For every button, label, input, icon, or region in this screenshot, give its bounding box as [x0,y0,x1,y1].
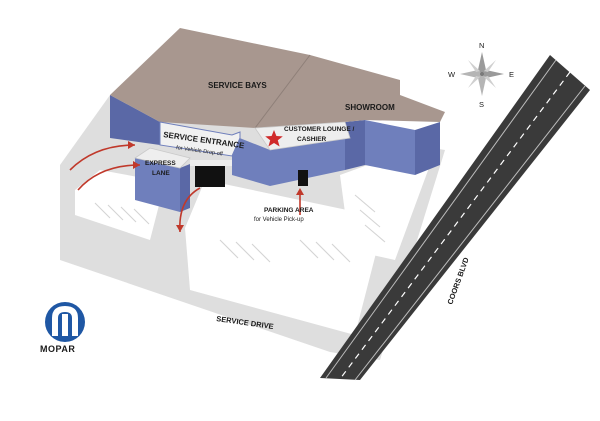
showroom-roof [255,55,445,128]
customer-lounge-label-line1: CUSTOMER LOUNGE / [284,126,354,133]
mopar-logo-text: MOPAR [40,344,75,354]
service-bays-label: SERVICE BAYS [208,81,267,90]
compass-rose-icon: N S E W [448,41,514,109]
service-bays-roof [110,28,310,128]
express-lane-label-line1: EXPRESS [145,160,176,167]
compass-north: N [479,41,484,50]
customer-lounge-label-line2: CASHIER [297,136,327,143]
customer-lounge-star-icon [265,130,283,147]
traffic-arrows [69,141,304,233]
compass-west: W [448,70,456,79]
express-lane-label-line2: LANE [152,170,170,177]
parking-stripes [94,194,386,263]
lounge-door [298,170,308,186]
compass-east: E [509,70,514,79]
mopar-logo: MOPAR [40,302,85,354]
parking-area-sublabel: for Vehicle Pick-up [254,217,304,223]
showroom-label: SHOWROOM [345,103,395,112]
service-door [195,165,225,187]
compass-south: S [479,100,484,109]
building [110,28,445,212]
coors-blvd-road [320,55,590,381]
parking-area-label: PARKING AREA [264,207,314,214]
